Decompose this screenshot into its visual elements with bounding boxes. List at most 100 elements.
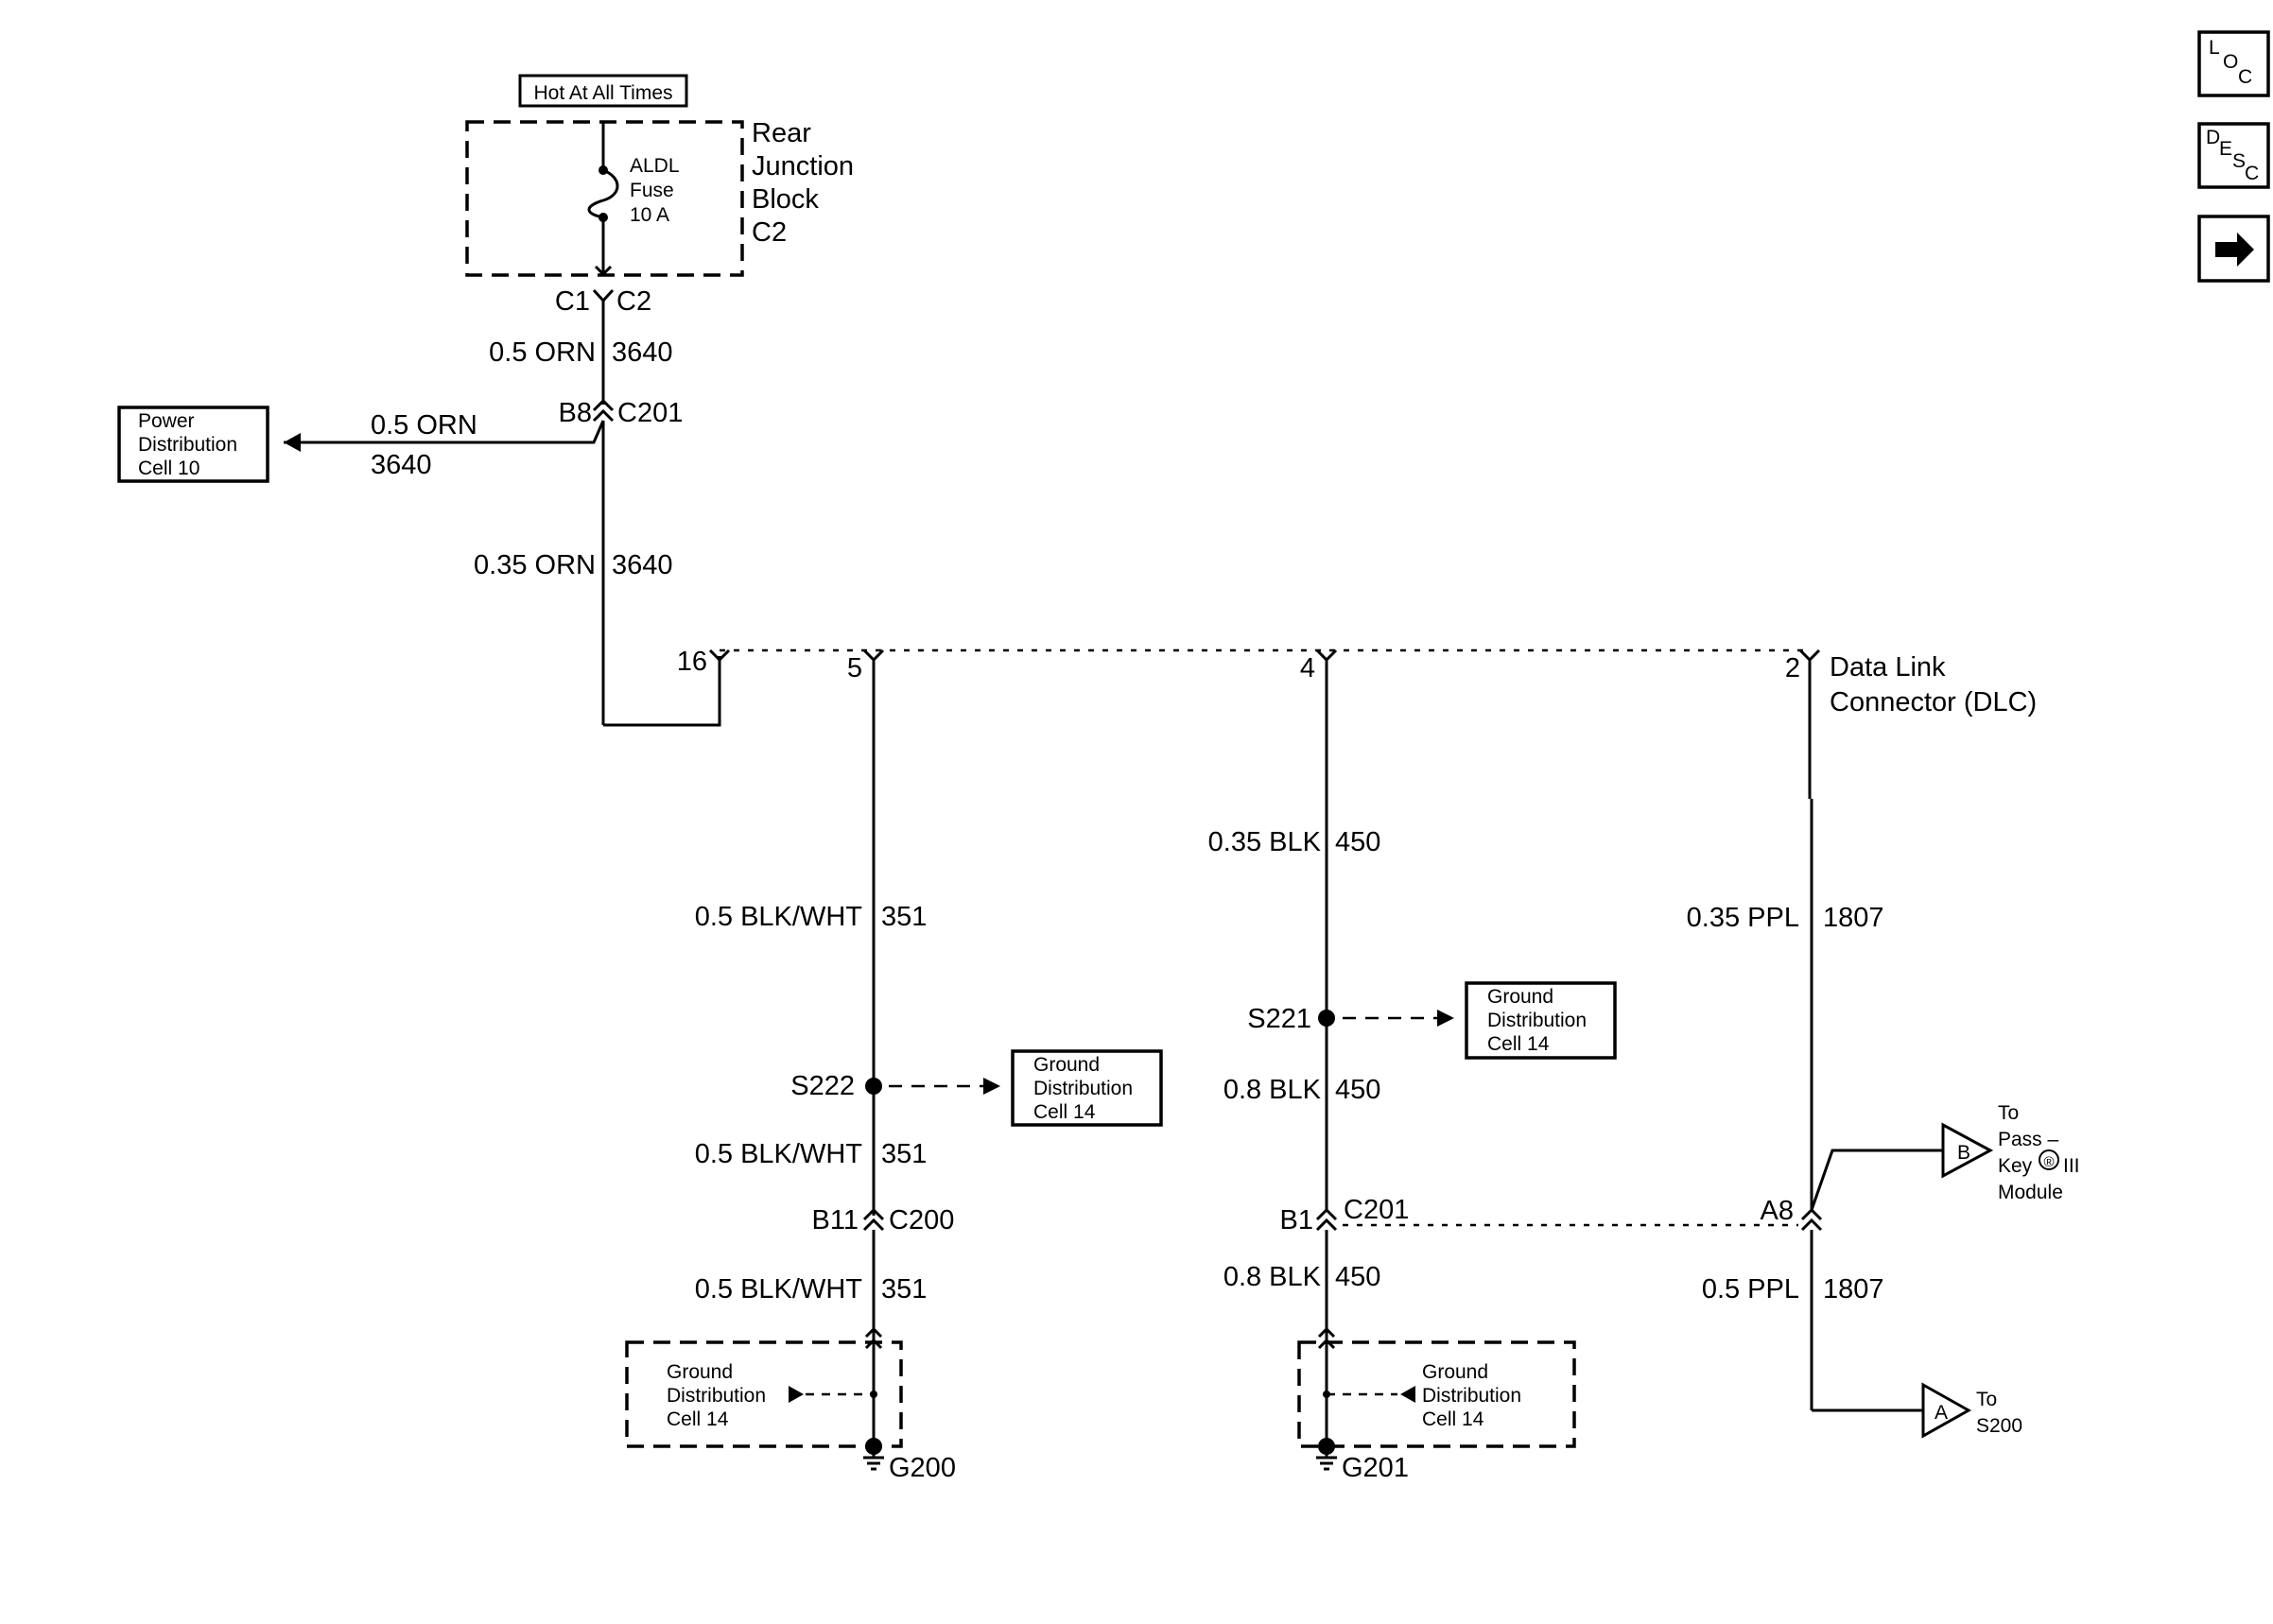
fuse-icon [587, 122, 619, 277]
wire-3640-upper-size: 0.5 ORN [489, 337, 596, 368]
rjb-title-line3: Block [752, 184, 819, 215]
wire-351-top-circuit: 351 [881, 902, 927, 932]
ground-box-s222-line3: Cell 14 [1033, 1101, 1096, 1123]
wire-450-top-circuit: 450 [1335, 827, 1380, 857]
c200-connector-icon [862, 1207, 885, 1232]
loc-letter-o: O [2223, 51, 2238, 73]
wire-351-bot-circuit: 351 [881, 1274, 927, 1304]
desc-letter-d: D [2206, 127, 2220, 148]
splice-s222-icon [865, 1078, 882, 1095]
splice-s221-label: S221 [1247, 1004, 1311, 1034]
connector-a8-label: A8 [1761, 1196, 1794, 1226]
offpage-a-triangle-icon [1921, 1382, 1972, 1439]
next-button[interactable] [2197, 215, 2270, 283]
dlc-title-line1: Data Link [1830, 652, 1946, 682]
wire-1807-bot-circuit: 1807 [1823, 1274, 1884, 1304]
c201-b8-connector-icon [592, 398, 615, 423]
wire-450-top-size: 0.35 BLK [1208, 827, 1322, 857]
connector-b1-label: B1 [1280, 1205, 1313, 1235]
connector-c1-label: C1 [555, 286, 590, 317]
ground-g200-box-line1: Ground [667, 1361, 733, 1383]
dlc-pin-5-label: 5 [847, 653, 862, 683]
arrow-left-icon [284, 433, 301, 452]
branch-wire-circuit: 3640 [371, 450, 432, 480]
ground-g200-in-connector-icon-2 [864, 1338, 883, 1350]
registered-mark-icon [2039, 1149, 2059, 1170]
dlc-pin-2-label: 2 [1785, 653, 1800, 683]
offpage-b-line5: Module [1998, 1182, 2063, 1203]
hot-at-all-times-box [518, 74, 688, 108]
wire-3640-upper-circuit: 3640 [612, 337, 673, 368]
connector-b8-label: B8 [559, 398, 592, 428]
splice-s222-label: S222 [790, 1071, 855, 1101]
desc-button[interactable]: D E S C [2197, 122, 2270, 189]
wire-351-mid-size: 0.5 BLK/WHT [695, 1139, 863, 1169]
wire-1807-bot-size: 0.5 PPL [1702, 1274, 1799, 1304]
dlc-pin-16-label: 16 [677, 647, 707, 677]
ground-box-s221-line3: Cell 14 [1487, 1033, 1550, 1055]
connector-c200-label: C200 [889, 1205, 954, 1235]
rjb-title-line1: Rear [752, 118, 811, 148]
dlc-pin-4-icon [1315, 648, 1338, 663]
desc-letter-c: C [2245, 163, 2259, 184]
ground-g201-node-icon [1323, 1391, 1330, 1398]
offpage-b-link[interactable]: B [1941, 1122, 1994, 1179]
fuse-label-line3: 10 A [630, 204, 669, 226]
offpage-b-triangle-icon [1941, 1122, 1994, 1179]
branch-wire-size: 0.5 ORN [371, 410, 477, 441]
arrow-right-icon [1437, 1010, 1454, 1027]
offpage-b-line2: Pass – [1998, 1129, 2059, 1150]
dlc-pin-2-icon [1798, 648, 1821, 663]
ground-g200-icon [863, 1446, 884, 1471]
desc-button-frame [2197, 122, 2270, 189]
dlc-pin-4-label: 4 [1300, 653, 1315, 683]
rjb-title-line4: C2 [752, 217, 787, 248]
offpage-b-line4: III [2063, 1155, 2080, 1177]
ground-g201-box-line3: Cell 14 [1422, 1408, 1484, 1430]
power-box-line3: Cell 10 [138, 458, 200, 479]
ground-g200-box-line2: Distribution [667, 1385, 766, 1407]
ground-box-s221 [1465, 981, 1617, 1060]
offpage-a-link[interactable]: A [1921, 1382, 1972, 1439]
loc-button[interactable]: L O C [2197, 30, 2270, 97]
ground-g200-in-connector-icon [864, 1326, 883, 1339]
connector-c2-label: C2 [616, 286, 651, 317]
dlc-title-line2: Connector (DLC) [1830, 687, 2037, 717]
rjb-title-line2: Junction [752, 151, 854, 181]
ground-box-s221-line1: Ground [1487, 986, 1553, 1008]
wire-351-bot-size: 0.5 BLK/WHT [695, 1274, 863, 1304]
wire-3640-lower-circuit: 3640 [612, 550, 673, 580]
arrow-right-icon [789, 1386, 804, 1403]
desc-letter-s: S [2232, 150, 2246, 172]
ground-g201-label: G201 [1342, 1453, 1409, 1483]
power-box-line1: Power [138, 410, 195, 432]
fuse-label-line2: Fuse [630, 180, 674, 201]
connector-c201-b1-label: C201 [1344, 1195, 1409, 1225]
ground-g201-in-connector-icon [1317, 1326, 1336, 1339]
wire-3640-branch [284, 420, 605, 444]
hot-at-all-times-label: Hot At All Times [533, 82, 672, 104]
dlc-pin-5-icon [862, 648, 885, 663]
ground-distribution-link-s221[interactable]: Ground Distribution Cell 14 [1465, 981, 1617, 1060]
wire-351-mid-circuit: 351 [881, 1139, 927, 1169]
offpage-a-line1: To [1976, 1389, 1997, 1410]
offpage-a-letter: A [1935, 1402, 1948, 1424]
ground-box-s221-line2: Distribution [1487, 1010, 1587, 1031]
wire-450-mid-size: 0.8 BLK [1223, 1075, 1322, 1105]
ground-distribution-link-s222[interactable]: Ground Distribution Cell 14 [1011, 1049, 1163, 1127]
c201-a8-connector-icon [1800, 1207, 1823, 1232]
right-arrow-icon [2215, 233, 2254, 267]
wire-3640-lower-size: 0.35 ORN [474, 550, 596, 580]
arrow-left-icon [1400, 1386, 1415, 1403]
registered-mark-glyph: ® [2043, 1154, 2054, 1170]
desc-letter-e: E [2219, 138, 2232, 160]
connector-b11-label: B11 [812, 1205, 859, 1235]
power-distribution-box [117, 406, 269, 483]
offpage-b-line1: To [1998, 1102, 2019, 1124]
wire-1807-branch-b [1810, 1149, 1943, 1211]
ground-box-s222-line2: Distribution [1033, 1078, 1133, 1099]
wire-450-bot-size: 0.8 BLK [1223, 1262, 1322, 1292]
connector-c201-label: C201 [617, 398, 683, 428]
power-distribution-link[interactable]: Power Distribution Cell 10 [117, 406, 269, 483]
